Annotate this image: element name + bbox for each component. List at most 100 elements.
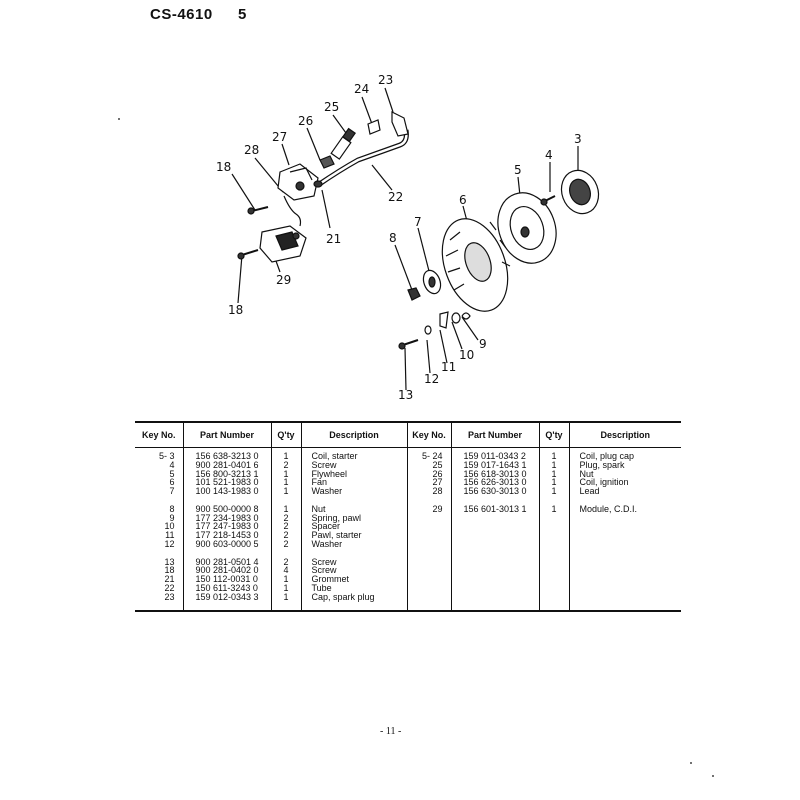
left-qty-cell: 1	[283, 503, 289, 514]
screw-4	[540, 195, 556, 206]
left-pn-cell: 900 603-0000 5	[195, 538, 259, 549]
left-key-cell: 5- 3	[158, 451, 175, 461]
callout-28: 28	[244, 143, 259, 157]
left-pn-cell: 101 521-1983 0	[195, 477, 259, 488]
left-qty-cell: 2	[283, 530, 289, 541]
nut-8	[407, 287, 421, 301]
left-qty-cell: 1	[283, 582, 289, 593]
left-pn-cell: 900 500-0000 8	[195, 503, 259, 514]
callout-25: 25	[324, 100, 339, 114]
scan-speck	[118, 118, 120, 120]
spring-pawl-9	[461, 312, 471, 320]
screw-13	[398, 339, 419, 350]
leader-7	[417, 227, 431, 276]
callout-13: 13	[398, 388, 413, 402]
right-desc-cell: Coil, plug cap	[579, 451, 635, 461]
right-key-cell: 5- 24	[421, 451, 443, 461]
callout-27: 27	[272, 130, 287, 144]
left-desc-cell: Screw	[311, 565, 337, 576]
starter-coil-3	[560, 169, 600, 215]
leader-12	[426, 339, 431, 374]
washer-7	[422, 269, 442, 295]
leader-10	[451, 321, 463, 350]
leader-24	[361, 96, 373, 125]
left-key-cell: 9	[169, 512, 175, 523]
left-pn-cell: 177 218-1453 0	[195, 530, 259, 541]
callout-10: 10	[459, 348, 474, 362]
spark-plug-25	[330, 127, 356, 160]
pawl-starter-11	[439, 311, 449, 329]
left-desc-cell: Coil, starter	[311, 451, 358, 461]
left-pn-cell: 900 281-0501 4	[195, 556, 259, 567]
left-key-cell: 8	[169, 503, 175, 514]
nut-26	[319, 155, 335, 169]
right-qty-cell: 1	[551, 459, 557, 470]
leader-8	[394, 244, 413, 291]
left-pn-cell: 100 143-1983 0	[195, 486, 259, 497]
right-pn-cell: 156 626-3013 0	[463, 477, 527, 488]
right-qty-cell: 1	[551, 477, 557, 488]
callout-24: 24	[354, 82, 369, 96]
plug-cap-coil-24	[367, 119, 381, 135]
left-qty-cell: 2	[283, 556, 289, 567]
right-key-cell: 28	[432, 486, 443, 497]
left-key-cell: 5	[169, 468, 175, 479]
washer-12	[424, 325, 432, 335]
callout-18-bottom: 18	[228, 303, 243, 317]
callout-22: 22	[388, 190, 403, 204]
page-number: - 11 -	[380, 726, 402, 737]
left-pn-cell: 177 247-1983 0	[195, 521, 259, 532]
right-pn-cell: 159 017-1643 1	[463, 459, 527, 470]
leader-13	[404, 347, 407, 391]
right-key-cell: 27	[432, 477, 443, 488]
model-title: CS-4610	[150, 6, 213, 23]
parts-table: Key No. Part Number Q'ty Description Key…	[135, 421, 681, 612]
callout-11: 11	[441, 360, 456, 374]
left-qty-cell: 1	[283, 591, 289, 602]
left-qty-cell: 1	[283, 451, 289, 461]
grommet-21	[313, 180, 323, 188]
leader-27	[281, 143, 290, 166]
right-qty-cell: 1	[551, 468, 557, 479]
leader-26	[306, 127, 321, 161]
left-key-cell: 13	[164, 556, 175, 567]
callout-29: 29	[276, 273, 291, 287]
callout-23: 23	[378, 73, 393, 87]
left-qty-cell: 2	[283, 521, 289, 532]
leader-21	[321, 189, 331, 229]
right-desc-cell: Nut	[579, 468, 594, 479]
right-pn-cell: 156 618-3013 0	[463, 468, 527, 479]
right-qty-cell: 1	[551, 486, 557, 497]
right-pn-cell: 159 011-0343 2	[463, 451, 526, 461]
left-desc-cell: Pawl, starter	[311, 530, 362, 541]
right-desc-cell: Module, C.D.I.	[579, 503, 638, 514]
left-key-cell: 7	[169, 486, 175, 497]
left-desc-cell: Screw	[311, 556, 337, 567]
right-desc-cell: Plug, spark	[579, 459, 625, 470]
section-number: 5	[238, 6, 247, 23]
left-desc-cell: Spacer	[311, 521, 341, 532]
left-pn-cell: 150 112-0031 0	[195, 574, 258, 585]
left-qty-cell: 2	[283, 459, 289, 470]
header-part-number-left: Part Number	[182, 421, 271, 448]
left-key-cell: 18	[164, 565, 175, 576]
scan-speck	[712, 775, 714, 777]
left-pn-cell: 150 611-3243 0	[195, 582, 258, 593]
left-key-cell: 10	[164, 521, 175, 532]
left-qty-cell: 4	[283, 565, 289, 576]
leader-9	[461, 316, 479, 341]
left-desc-cell: Fan	[311, 477, 328, 488]
table-header-row: Key No. Part Number Q'ty Description Key…	[135, 421, 681, 448]
left-key-cell: 23	[164, 591, 175, 602]
callout-7: 7	[414, 215, 422, 229]
leader-18-top	[231, 173, 256, 211]
diagram-callouts: 23 24 25 26 27 28 18 21 22 29 18 7 6 5 4…	[216, 73, 582, 402]
left-qty-cell: 2	[283, 512, 289, 523]
callout-4: 4	[545, 148, 553, 162]
